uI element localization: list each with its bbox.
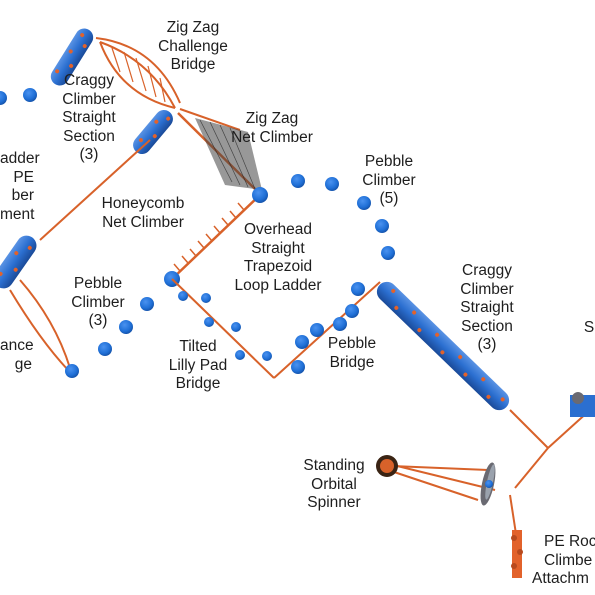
pebble-bridge-pebbles [178,282,365,374]
pebble-climber-5 [291,174,395,260]
label-pebble-climber-5: Pebble Climber (5) [362,153,416,207]
label-craggy-climber-top: Craggy Climber Straight Section (3) [62,72,116,163]
tilted-lilly-pad-bridge [171,278,381,379]
label-balance-bridge-cut: ance ge [0,337,34,373]
label-pebble-bridge: Pebble Bridge [327,335,377,371]
craggy-beam-right [376,281,510,411]
balance-bridge-anchor [65,364,79,378]
overhead-trapezoid-ladder [171,194,261,280]
craggy-beam-top [50,28,94,86]
spinner-wheel [480,462,496,506]
pebble-climber-3 [98,297,154,356]
zig-zag-challenge-bridge [95,37,181,109]
label-honeycomb-net-climber: Honeycomb Net Climber [101,195,185,231]
label-zig-zag-challenge-bridge: Zig Zag Challenge Bridge [158,19,228,73]
left-beam [0,235,37,289]
label-ladder-left-cut: adder PE ber ment [0,150,40,223]
right-edge-structure [570,392,595,417]
pebble-climber-top-left [0,88,37,105]
label-overhead-ladder: Overhead Straight Trapezoid Loop Ladder [234,221,322,294]
label-tilted-lilly-pad-bridge: Tilted Lilly Pad Bridge [168,338,228,392]
ladder-top-post [252,187,268,203]
craggy-beam-mid [133,109,173,155]
label-pebble-climber-3: Pebble Climber (3) [71,275,125,329]
label-zig-zag-net-climber: Zig Zag Net Climber [231,110,313,146]
label-craggy-climber-right: Craggy Climber Straight Section (3) [460,262,514,353]
rope-lines [9,139,151,371]
zig-zag-net-climber [177,108,262,193]
standing-orbital-spinner-graphic [376,455,398,477]
lower-rigging [384,409,591,561]
label-pe-rock-climber-cut: PE Roc Climbe Attachm [532,533,595,587]
label-standing-orbital-spinner: Standing Orbital Spinner [303,457,365,511]
pe-rock-climber [511,530,523,578]
label-right-edge-cut: S [583,319,595,336]
